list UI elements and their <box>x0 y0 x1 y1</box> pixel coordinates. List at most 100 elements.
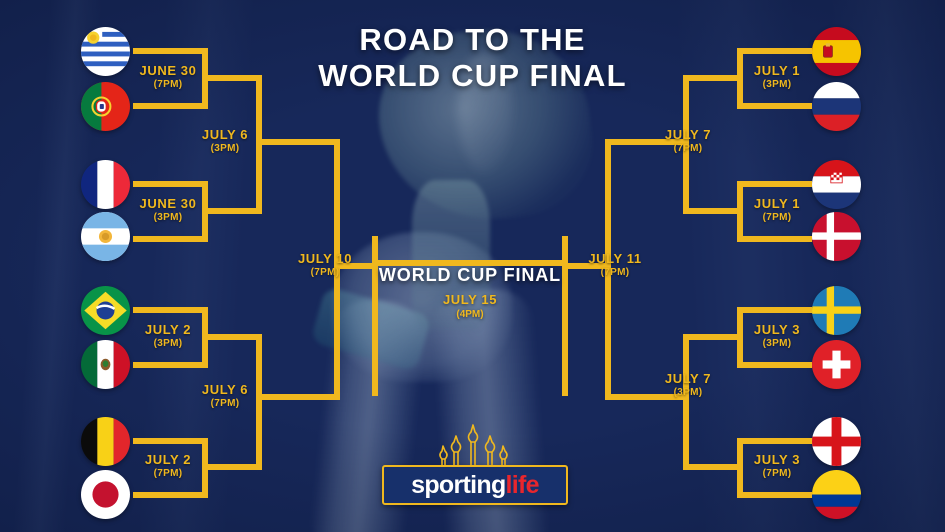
final-date: JULY 15 <box>442 292 498 307</box>
match-date: JULY 1 <box>753 63 801 78</box>
match-time: (7PM) <box>673 142 703 154</box>
bracket-line <box>683 334 743 340</box>
bracket-line <box>737 236 812 242</box>
bracket-line <box>133 103 208 109</box>
final-time: (4PM) <box>456 309 484 320</box>
bracket-line <box>565 263 609 269</box>
bracket-line <box>133 181 208 187</box>
match-label-right-qf-2: JULY 7 (3PM) <box>643 372 733 398</box>
bracket-line <box>133 307 208 313</box>
bracket-line <box>133 492 208 498</box>
flag-argentina <box>81 212 130 261</box>
flag-denmark <box>812 212 861 261</box>
bracket-line <box>256 394 340 400</box>
match-time: (7PM) <box>762 467 792 479</box>
flag-belgium <box>81 417 130 466</box>
saint-basil-cathedral-icon <box>438 424 508 468</box>
match-date: JULY 2 <box>144 452 192 467</box>
bracket-line <box>256 139 340 145</box>
bracket-line <box>683 334 689 470</box>
match-time: (3PM) <box>210 142 240 154</box>
bracket-line <box>605 139 689 145</box>
match-date: JULY 11 <box>588 251 642 266</box>
logo-word-life: life <box>505 470 540 499</box>
bracket-line <box>133 362 208 368</box>
match-label-right-r16-4: JULY 3 (7PM) <box>732 453 822 479</box>
match-label-left-qf-1: JULY 6 (3PM) <box>180 128 270 154</box>
match-time: (3PM) <box>153 337 183 349</box>
bracket-line <box>256 334 262 470</box>
bracket-line <box>737 307 812 313</box>
bracket-line <box>202 334 262 340</box>
title-line-1: ROAD TO THE <box>359 22 586 57</box>
match-label-left-r16-3: JULY 2 (3PM) <box>123 323 213 349</box>
match-time: (7PM) <box>310 266 340 278</box>
final-box-right-line <box>562 236 568 396</box>
bracket-line <box>737 181 812 187</box>
match-date: JUNE 30 <box>139 196 197 211</box>
match-date: JULY 7 <box>664 127 712 142</box>
flag-uruguay <box>81 27 130 76</box>
match-time: (7PM) <box>762 211 792 223</box>
match-time: (7PM) <box>153 467 183 479</box>
match-label-left-r16-4: JULY 2 (7PM) <box>123 453 213 479</box>
flag-portugal <box>81 82 130 131</box>
flag-france <box>81 160 130 209</box>
title-line-2: WORLD CUP FINAL <box>318 57 627 93</box>
match-time: (3PM) <box>673 386 703 398</box>
bracket-line <box>202 75 262 81</box>
match-date: JULY 3 <box>753 452 801 467</box>
match-date: JULY 7 <box>664 371 712 386</box>
bracket-line <box>605 139 611 400</box>
bracket-line <box>334 263 378 269</box>
match-label-left-sf: JULY 10 (7PM) <box>280 252 370 278</box>
flag-croatia <box>812 160 861 209</box>
match-time: (3PM) <box>153 211 183 223</box>
final-box-left-line <box>372 236 378 396</box>
logo-word-sporting: sporting <box>411 470 506 499</box>
bracket-line <box>737 362 812 368</box>
page-title: ROAD TO THE WORLD CUP FINAL <box>0 22 945 94</box>
bracket-line <box>683 464 743 470</box>
bracket-line <box>737 492 812 498</box>
match-time: (3PM) <box>762 337 792 349</box>
bracket-line <box>133 438 208 444</box>
flag-brazil <box>81 286 130 335</box>
bracket-line <box>202 208 262 214</box>
bracket-line <box>683 75 743 81</box>
match-time: (7PM) <box>153 78 183 90</box>
match-label-left-qf-2: JULY 6 (7PM) <box>180 383 270 409</box>
match-label-right-r16-1: JULY 1 (3PM) <box>732 64 822 90</box>
match-time: (7PM) <box>600 266 630 278</box>
match-date: JULY 10 <box>297 251 353 266</box>
match-date: JULY 2 <box>144 322 192 337</box>
bracket-line <box>737 438 812 444</box>
flag-spain <box>812 27 861 76</box>
bracket-line <box>133 48 208 54</box>
match-label-left-r16-1: JUNE 30 (7PM) <box>123 64 213 90</box>
match-label-right-r16-3: JULY 3 (3PM) <box>732 323 822 349</box>
flag-colombia <box>812 470 861 519</box>
final-box-top-line <box>372 260 568 266</box>
flag-sweden <box>812 286 861 335</box>
bracket-line <box>683 208 743 214</box>
bracket-line <box>133 236 208 242</box>
bracket-line <box>737 48 812 54</box>
match-label-right-r16-2: JULY 1 (7PM) <box>732 197 822 223</box>
bracket-line <box>605 394 689 400</box>
final-match-label: WORLD CUP FINAL JULY 15 (4PM) <box>372 265 568 320</box>
match-label-left-r16-2: JUNE 30 (3PM) <box>123 197 213 223</box>
match-date: JULY 3 <box>753 322 801 337</box>
match-date: JULY 6 <box>201 382 249 397</box>
flag-switzerland <box>812 340 861 389</box>
match-label-right-qf-1: JULY 7 (7PM) <box>643 128 733 154</box>
match-time: (7PM) <box>210 397 240 409</box>
final-title: WORLD CUP FINAL <box>378 265 562 285</box>
match-date: JUNE 30 <box>139 63 197 78</box>
match-date: JULY 1 <box>753 196 801 211</box>
bracket-line <box>202 464 262 470</box>
flag-england <box>812 417 861 466</box>
match-time: (3PM) <box>762 78 792 90</box>
